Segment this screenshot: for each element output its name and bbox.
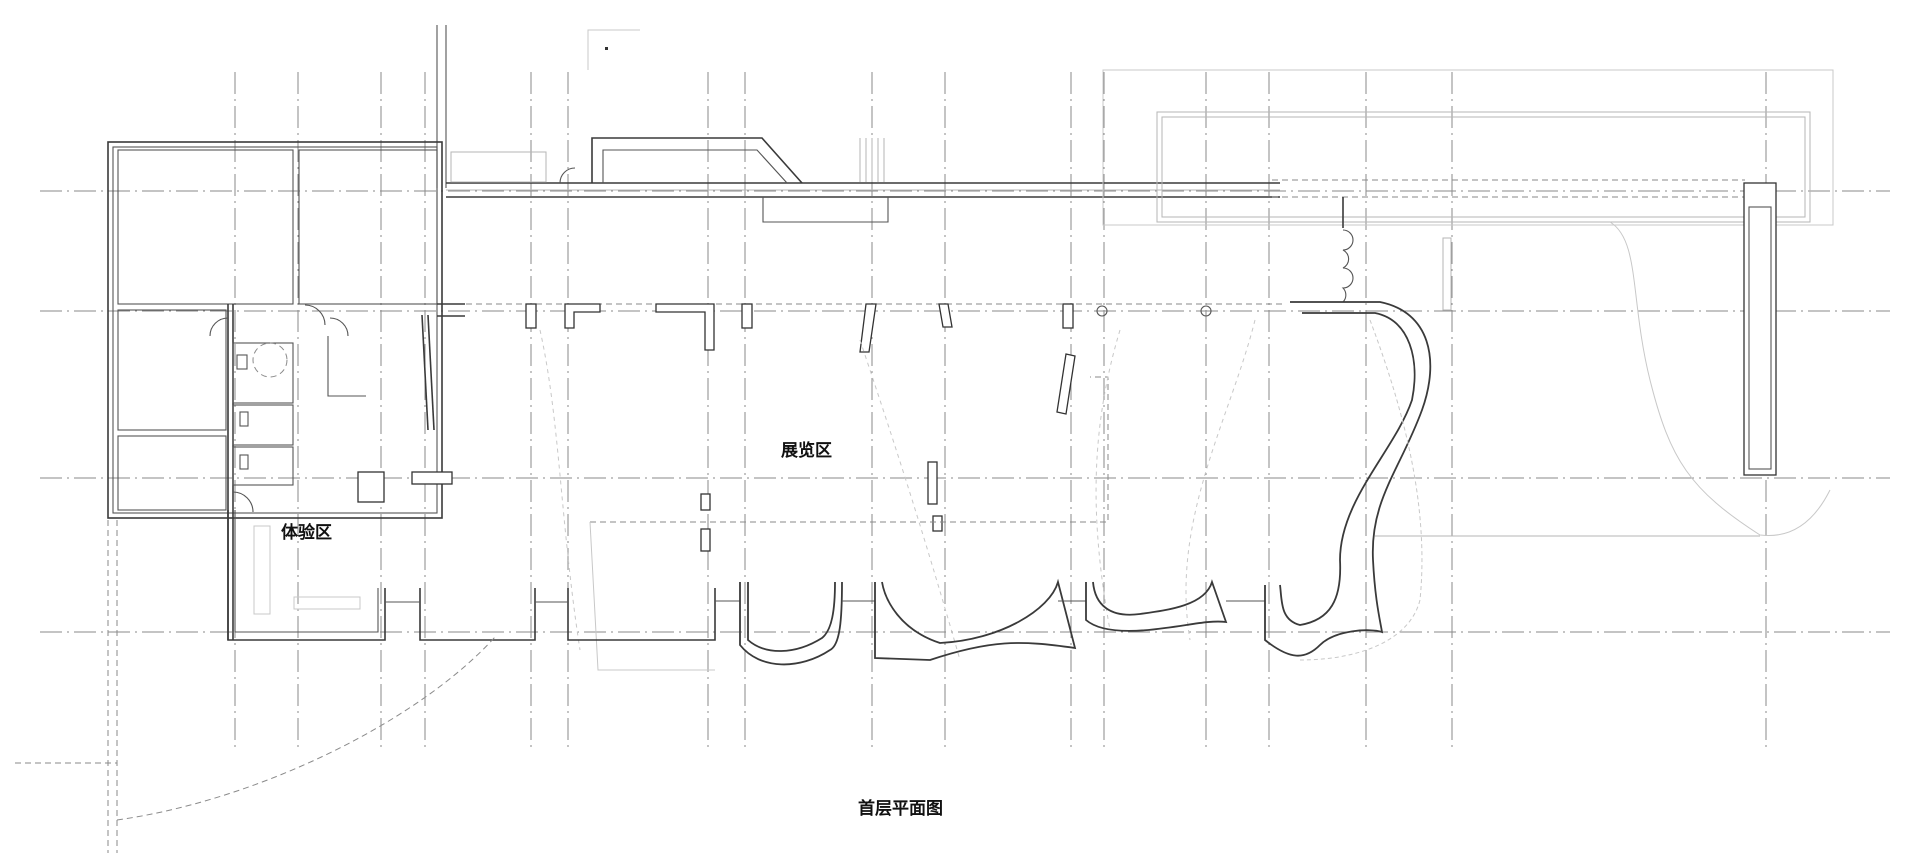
- column: [700, 528, 711, 552]
- column: [741, 303, 753, 329]
- restroom: [232, 404, 294, 446]
- corridor-wall: [327, 336, 366, 397]
- curved-wall-outer: [1264, 301, 1432, 657]
- round-column: [1200, 305, 1212, 317]
- column: [357, 471, 385, 503]
- hall-west-wall: [421, 314, 429, 431]
- stair: [1442, 237, 1452, 311]
- round-column: [1096, 305, 1108, 317]
- exhibition-hall: [466, 303, 1285, 671]
- site-arc: [116, 636, 496, 821]
- stair-treads: [859, 138, 885, 182]
- experience-room: [227, 471, 453, 641]
- ramp-outline: [591, 137, 803, 184]
- drawing-title: 首层平面图: [858, 799, 943, 819]
- column: [525, 303, 537, 329]
- ceiling-outline: [590, 376, 1109, 523]
- north-corridor: [446, 137, 1280, 223]
- l-wall: [564, 303, 601, 329]
- canopy-inner: [1156, 111, 1811, 223]
- curved-bay: [739, 581, 843, 666]
- service-block: [107, 141, 465, 640]
- column: [1062, 303, 1074, 329]
- curved-bay: [1085, 579, 1228, 632]
- bench: [411, 471, 453, 485]
- block-inner-wall: [112, 146, 438, 514]
- landscape-edge: [1609, 221, 1831, 536]
- hall-west-wall: [427, 314, 435, 431]
- column: [700, 493, 711, 511]
- revolving-doors: [1341, 229, 1354, 303]
- room-nw: [117, 149, 294, 305]
- annotation-mark: [605, 47, 608, 50]
- vertical-axis-lines: [234, 72, 1767, 750]
- canopy-outer: [1102, 69, 1834, 226]
- toilet-fixture: [239, 411, 249, 427]
- floor-pattern-line: [1185, 319, 1256, 641]
- bay-wall: [419, 588, 536, 641]
- door-swing: [329, 317, 349, 337]
- stair-landing: [450, 151, 547, 183]
- toilet-fixture: [239, 454, 249, 470]
- site-boundary: [15, 520, 496, 853]
- experience-room-wall: [227, 510, 386, 641]
- room-ne: [298, 149, 438, 305]
- canopy-outline: [1102, 69, 1834, 476]
- room-w2: [117, 435, 227, 511]
- floor-edge: [589, 521, 715, 671]
- display-table: [253, 525, 271, 615]
- floor-pattern-line: [859, 339, 961, 661]
- block-outer-wall: [107, 141, 443, 519]
- recess: [762, 197, 889, 223]
- curved-east-wall: [1264, 221, 1831, 661]
- display-wall: [927, 461, 938, 505]
- angled-wall: [859, 303, 877, 353]
- turning-circle: [252, 342, 288, 378]
- curved-bay-inner: [747, 581, 836, 652]
- room-w1: [117, 309, 227, 431]
- floor-pattern-line: [539, 329, 581, 651]
- bay-wall: [567, 588, 716, 641]
- column: [932, 515, 943, 532]
- restroom: [232, 446, 294, 486]
- display-table: [293, 596, 361, 610]
- door-swing: [209, 317, 229, 337]
- zone-label-exhibition: 展览区: [781, 441, 832, 461]
- canopy-inner2: [1161, 116, 1806, 218]
- entrance-doors: [1341, 197, 1452, 311]
- door-swing: [559, 167, 576, 184]
- horizontal-axis-lines: [40, 190, 1890, 633]
- toilet-fixture: [236, 354, 248, 370]
- angled-wall: [938, 303, 953, 328]
- restroom: [232, 342, 294, 404]
- south-facade: [385, 578, 1265, 666]
- curved-wall-inner: [1279, 312, 1416, 626]
- experience-room-inner: [234, 510, 379, 633]
- angled-wall: [1056, 353, 1076, 415]
- annotation-box: [587, 29, 640, 70]
- l-wall: [655, 303, 715, 351]
- dashed-outline: [1299, 319, 1423, 661]
- door-swing: [232, 491, 254, 513]
- east-wall-inner: [1748, 206, 1772, 470]
- curved-bay: [874, 578, 1077, 661]
- ramp-inner: [602, 149, 788, 184]
- zone-label-experience: 体验区: [281, 523, 332, 543]
- door-swing: [304, 304, 326, 326]
